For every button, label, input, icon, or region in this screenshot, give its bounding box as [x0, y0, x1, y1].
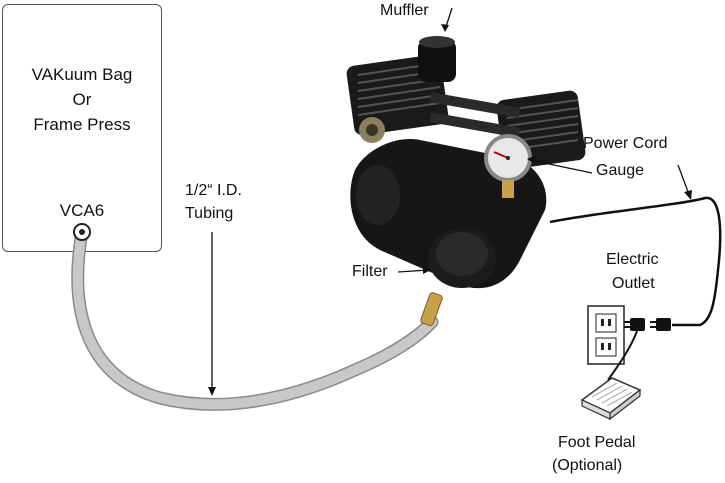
vacuum-bag-title-line-2: Or	[72, 90, 92, 109]
port-label: VCA6	[59, 201, 105, 220]
muffler-label: Muffler	[380, 2, 429, 19]
foot-pedal-label-line-1: Foot Pedal	[558, 434, 636, 451]
filter-label: Filter	[352, 263, 388, 280]
electric-outlet-label-line-2: Outlet	[612, 275, 655, 292]
electric-outlet-icon	[587, 305, 625, 365]
foot-pedal-label-line-2: (Optional)	[552, 457, 623, 474]
foot-pedal-icon	[580, 377, 642, 421]
vacuum-bag-box: VAKuum Bag Or Frame Press VCA6	[2, 4, 162, 252]
tubing-label-line-2: Tubing	[185, 205, 234, 222]
gauge-label: Gauge	[596, 162, 645, 179]
vacuum-bag-title: VAKuum Bag Or Frame Press	[3, 62, 161, 137]
power-cord-label: Power Cord	[583, 135, 668, 152]
gauge-pointer	[529, 159, 593, 174]
vacuum-bag-title-line-3: Frame Press	[33, 115, 131, 134]
brass-fitting-icon	[420, 292, 443, 327]
tubing-label-line-1: 1/2“ I.D.	[185, 182, 242, 199]
vacuum-tubing	[71, 225, 439, 411]
electric-outlet-label-line-1: Electric	[606, 251, 659, 268]
power-cord	[549, 196, 722, 327]
vacuum-bag-title-line-1: VAKuum Bag	[31, 65, 133, 84]
plug-icon	[624, 318, 671, 331]
vacuum-pump-icon	[346, 36, 586, 289]
